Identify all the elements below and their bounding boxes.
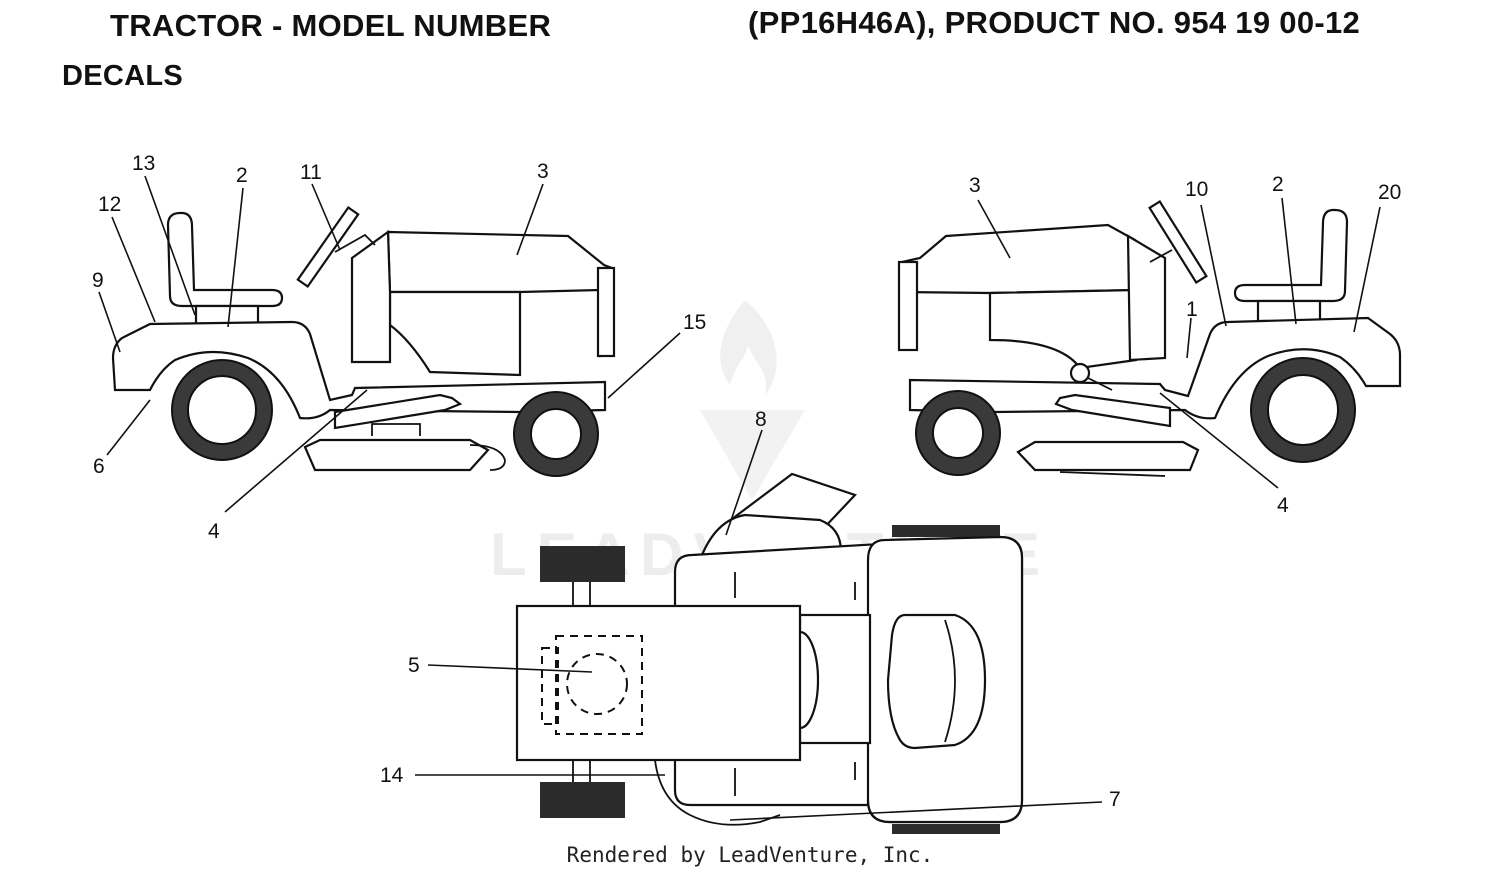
diagram-title-left: TRACTOR - MODEL NUMBER — [110, 8, 552, 43]
callout-10: 10 — [1185, 178, 1208, 201]
callout-8: 8 — [755, 408, 767, 431]
diagram-title-right: (PP16H46A), PRODUCT NO. 954 19 00-12 — [748, 5, 1361, 40]
callout-3: 3 — [969, 174, 981, 197]
callout-1: 1 — [1186, 298, 1198, 321]
callout-15: 15 — [683, 311, 706, 334]
callout-4: 4 — [1277, 494, 1289, 517]
callout-13: 13 — [132, 152, 155, 175]
top-view-callouts: 8 5 14 7 — [380, 408, 1121, 811]
tractor-left-side-view — [111, 205, 616, 477]
top-view-leaders — [415, 429, 1103, 821]
callout-12: 12 — [98, 193, 121, 216]
callout-5: 5 — [408, 654, 420, 677]
callout-4: 4 — [208, 520, 220, 543]
callout-2: 2 — [1272, 173, 1284, 196]
callout-9: 9 — [92, 269, 104, 292]
callout-6: 6 — [93, 455, 105, 478]
callout-11: 11 — [300, 161, 322, 184]
callout-3: 3 — [537, 160, 549, 183]
callout-7: 7 — [1109, 788, 1121, 811]
left-view-leaders — [98, 175, 681, 513]
section-title: DECALS — [62, 60, 184, 92]
left-view-callouts: 13 2 11 3 12 9 15 6 4 — [92, 152, 706, 543]
callout-20: 20 — [1378, 181, 1401, 204]
tractor-right-side-view — [897, 199, 1402, 477]
callout-14: 14 — [380, 764, 404, 787]
right-view-leaders — [977, 197, 1381, 489]
callout-2: 2 — [236, 164, 248, 187]
right-view-callouts: 3 10 2 20 1 4 — [969, 173, 1401, 517]
tractor-top-view — [515, 472, 1024, 834]
footer-credit: Rendered by LeadVenture, Inc. — [566, 843, 934, 867]
